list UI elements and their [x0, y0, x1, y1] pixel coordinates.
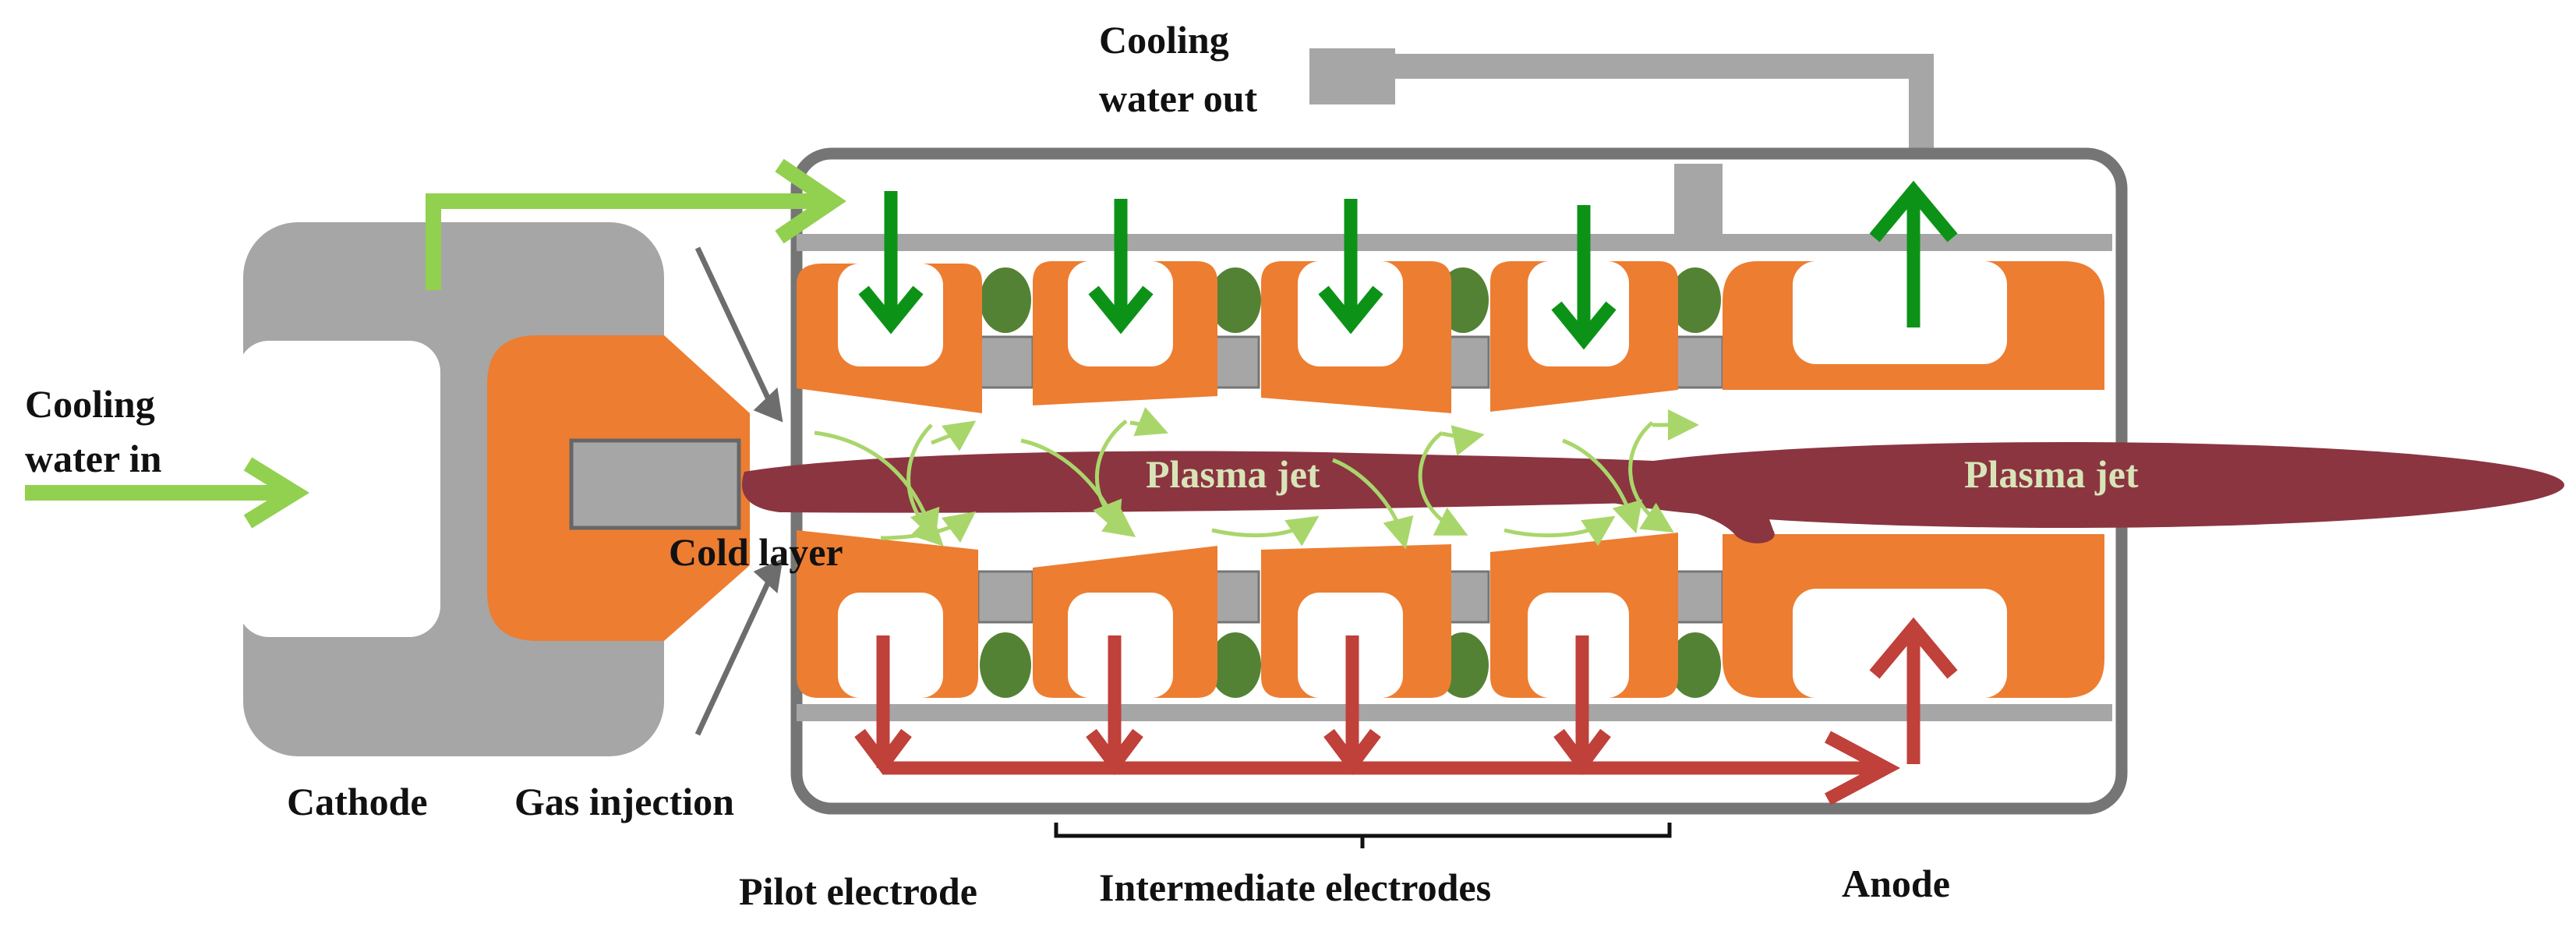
gas-injection-arrows	[694, 246, 783, 736]
label-plasma-jet-2: Plasma jet	[1964, 452, 2139, 496]
cooling-down-arrows	[858, 180, 1958, 350]
label-cathode: Cathode	[287, 780, 428, 823]
label-anode: Anode	[1842, 862, 1950, 905]
plasma-jet	[742, 442, 2564, 543]
cathode-tip	[487, 335, 750, 641]
top-rail-connector	[1674, 164, 1723, 242]
cooling-water-in-arrows	[25, 158, 846, 529]
label-cooling-water-out-line2: water out	[1099, 76, 1258, 120]
label-cold-layer: Cold layer	[669, 530, 843, 574]
label-cooling-water-in-line2: water in	[25, 437, 162, 480]
cooling-return-arrows	[854, 617, 1958, 805]
intermediate-electrodes-bracket	[1054, 823, 1672, 848]
label-intermediate-electrodes: Intermediate electrodes	[1099, 865, 1491, 909]
bottom-rail	[797, 704, 2112, 721]
label-cooling-water-in-line1: Cooling	[25, 382, 155, 426]
label-gas-injection: Gas injection	[514, 780, 734, 823]
label-pilot-electrode: Pilot electrode	[739, 869, 977, 913]
lower-electrodes	[797, 530, 2104, 698]
swirl-flow-arrows	[814, 407, 1699, 550]
label-plasma-jet-1: Plasma jet	[1146, 452, 1320, 496]
label-cooling-water-out-line1: Cooling	[1099, 18, 1229, 62]
